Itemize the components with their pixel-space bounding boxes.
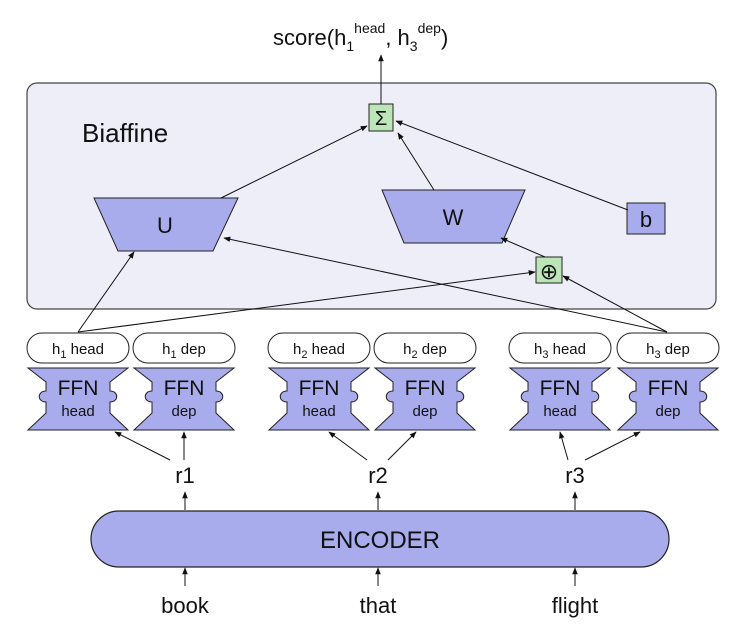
b-vector <box>626 202 666 235</box>
svg-text:dep: dep <box>412 403 437 420</box>
svg-text:head: head <box>302 403 335 420</box>
rep-pills: h1 head h1 dep h2 head h2 dep h3 head h3… <box>26 332 720 364</box>
svg-text:h3 head: h3 head <box>534 341 586 361</box>
svg-text:h3 dep: h3 dep <box>646 341 690 361</box>
encoder-arrows <box>114 431 641 586</box>
word-book: book <box>161 593 210 618</box>
svg-text:h2 dep: h2 dep <box>403 341 447 361</box>
ffn-blocks: FFN head FFN dep FFN head FFN dep FFN he… <box>26 367 720 431</box>
b-label: b <box>640 207 652 232</box>
W-label: W <box>443 205 464 230</box>
ffn-1-dep: FFN dep <box>132 367 236 431</box>
U-label: U <box>157 213 173 238</box>
svg-text:head: head <box>543 403 576 420</box>
ffn-3-head: FFN head <box>508 367 612 431</box>
svg-text:FFN: FFN <box>648 377 689 400</box>
concat-box <box>535 256 563 284</box>
svg-text:FFN: FFN <box>299 377 340 400</box>
word-that: that <box>360 593 397 618</box>
svg-text:dep: dep <box>655 403 680 420</box>
word-flight: flight <box>552 593 598 618</box>
sum-box <box>368 103 394 132</box>
ffn-2-dep: FFN dep <box>373 367 477 431</box>
ffn-2-head: FFN head <box>267 367 371 431</box>
svg-text:h1 dep: h1 dep <box>162 341 206 361</box>
svg-text:FFN: FFN <box>164 377 205 400</box>
biaffine-title: Biaffine <box>82 118 168 148</box>
biaffine-arrows <box>77 54 668 333</box>
rep-pill-h3-dep <box>616 332 720 364</box>
r3-label: r3 <box>565 463 585 488</box>
svg-text:FFN: FFN <box>58 377 99 400</box>
ffn-3-dep: FFN dep <box>616 367 720 431</box>
U-matrix <box>93 197 239 252</box>
rep-pill-h1-head <box>26 332 130 364</box>
r1-label: r1 <box>175 463 195 488</box>
biaffine-panel <box>26 82 717 310</box>
encoder-label: ENCODER <box>320 527 440 554</box>
svg-text:dep: dep <box>171 403 196 420</box>
svg-text:FFN: FFN <box>540 377 581 400</box>
svg-text:FFN: FFN <box>405 377 446 400</box>
rep-pill-h1-dep <box>132 332 236 364</box>
rep-pill-h2-head <box>267 332 371 364</box>
svg-text:h2 head: h2 head <box>293 341 345 361</box>
encoder-box <box>90 510 670 568</box>
svg-text:head: head <box>61 403 94 420</box>
r2-label: r2 <box>368 463 388 488</box>
svg-text:h1 head: h1 head <box>52 341 104 361</box>
rep-pill-h2-dep <box>373 332 477 364</box>
score-label: score(h1head, h3dep) <box>273 20 448 54</box>
concat-symbol: ⊕ <box>540 259 558 284</box>
sum-symbol: Σ <box>375 108 387 130</box>
rep-pill-h3-head <box>508 332 612 364</box>
ffn-1-head: FFN head <box>26 367 130 431</box>
